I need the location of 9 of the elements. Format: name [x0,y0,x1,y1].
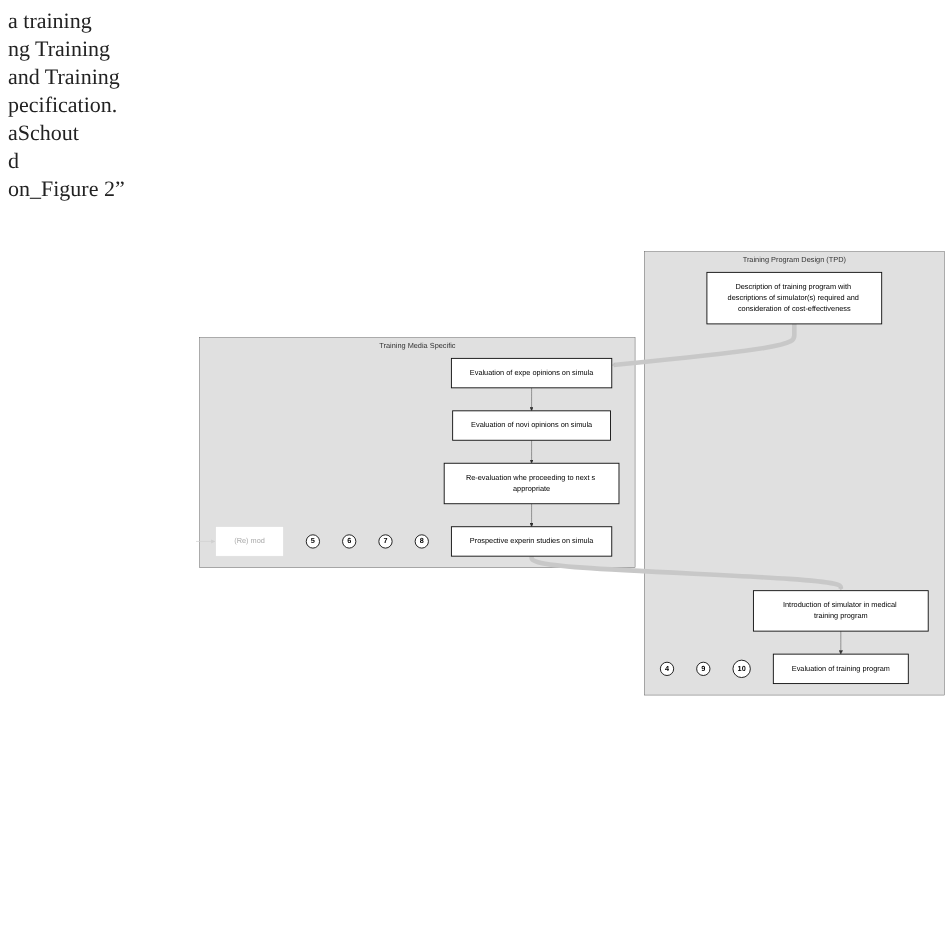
caption-text-fragment: on_Figure 2” [8,176,127,204]
arrow [529,556,844,592]
caption-text-fragment: d [8,148,21,176]
caption-text-fragment: and Training [8,64,122,92]
caption-text-fragment: pecification. [8,92,120,120]
caption-text-fragment: a training [8,8,94,36]
caption-text-fragment: ng Training [8,36,113,64]
caption-text-fragment: aSchout [8,120,81,148]
arrow [611,324,797,368]
